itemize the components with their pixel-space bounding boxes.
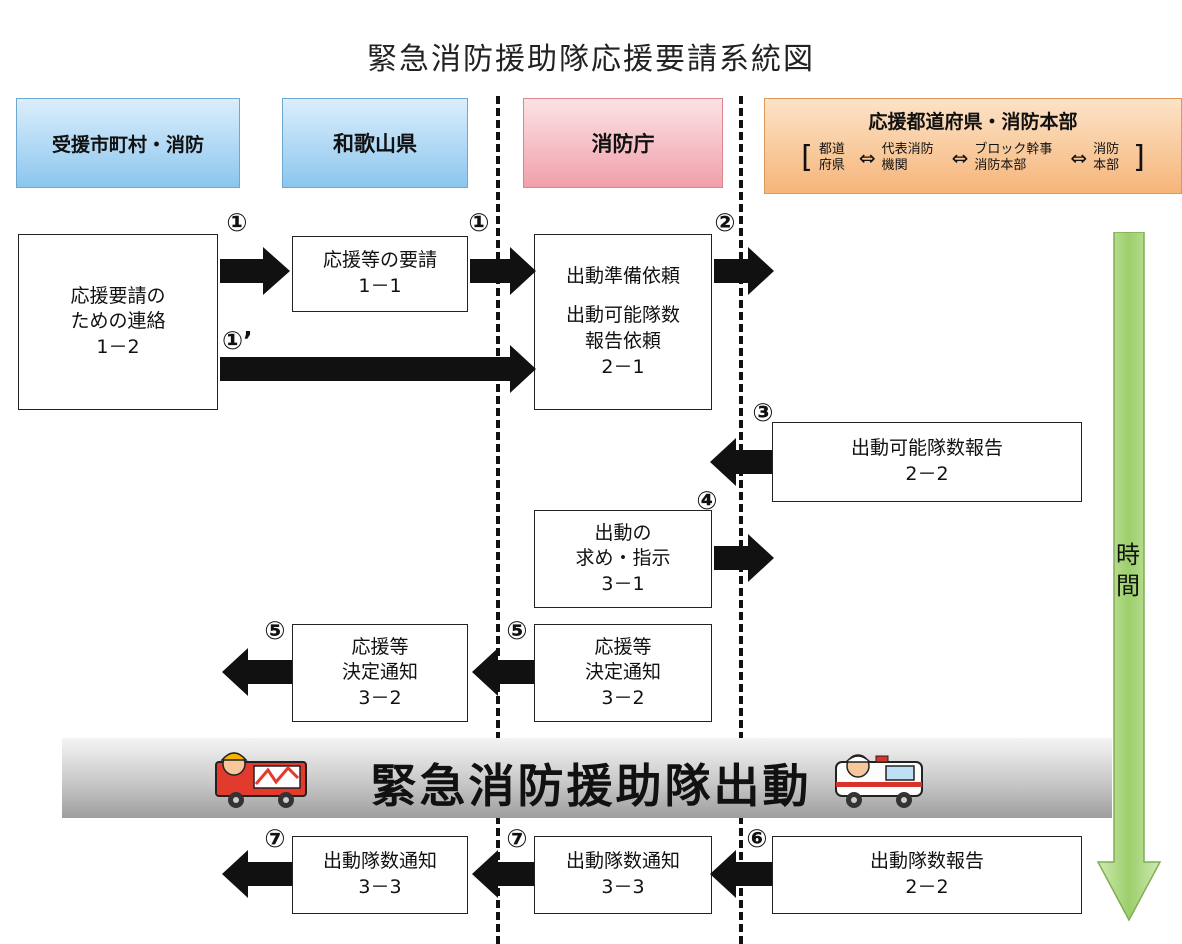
- step-number: ①: [468, 208, 490, 237]
- box-code: 3－1: [601, 572, 645, 595]
- header-receiver: 受援市町村・消防: [16, 98, 240, 188]
- box-code: 1－2: [96, 335, 140, 358]
- diagram-title: 緊急消防援助隊応援要請系統図: [367, 42, 815, 77]
- bracket-right-icon: ]: [1133, 140, 1145, 175]
- box-dispatch-report: 出動隊数報告 2－2: [772, 836, 1082, 914]
- header-support: 応援都道府県・消防本部 [ 都道府県 ⇔ 代表消防機関 ⇔ ブロック幹事消防本部…: [764, 98, 1182, 194]
- step-number: ⑤: [506, 616, 528, 645]
- arrow-left-icon: [472, 850, 534, 898]
- chain-item: 代表消防機関: [881, 141, 934, 173]
- fire-truck-icon: [215, 752, 307, 808]
- box-code: 3－2: [358, 686, 402, 709]
- step-number: ①: [226, 208, 248, 237]
- box-text: 出動隊数報告: [869, 850, 984, 873]
- header-support-title: 応援都道府県・消防本部: [868, 111, 1078, 133]
- arrow-right-icon: [714, 534, 774, 582]
- step-number: ②: [714, 208, 736, 237]
- dispatch-banner-text: 緊急消防援助隊出動: [370, 759, 812, 813]
- box-decision-fdma: 応援等 決定通知 3－2: [534, 624, 712, 722]
- box-decision-pref: 応援等 決定通知 3－2: [292, 624, 468, 722]
- box-text: 出動隊数通知: [322, 850, 437, 873]
- ambulance-icon: [835, 754, 923, 808]
- box-request-contact: 応援要請の ための連絡 1－2: [18, 234, 218, 410]
- step-number: ④: [696, 486, 718, 515]
- box-code: 2－2: [905, 876, 949, 898]
- chain-item: 都道府県: [818, 141, 845, 173]
- double-arrow-icon: ⇔: [1070, 145, 1088, 170]
- step-number: ⑥: [746, 824, 768, 853]
- box-text: 出動の: [594, 521, 652, 544]
- box-code: 3－2: [601, 686, 645, 709]
- box-text: 求め・指示: [575, 547, 671, 570]
- step-number: ⑦: [506, 824, 528, 853]
- box-dispatch-notice-pref: 出動隊数通知 3－3: [292, 836, 468, 914]
- arrow-right-icon: [714, 247, 774, 295]
- box-prep-request: 出動準備依頼 出動可能隊数 報告依頼 2－1: [534, 234, 712, 410]
- box-dispatch-order: 出動の 求め・指示 3－1: [534, 510, 712, 608]
- box-support-request: 応援等の要請 1－1: [292, 236, 468, 312]
- separator-line: [496, 96, 500, 944]
- box-dispatch-notice-fdma: 出動隊数通知 3－3: [534, 836, 712, 914]
- header-fdma: 消防庁: [523, 98, 723, 188]
- separator-line: [739, 96, 743, 944]
- arrow-left-icon: [710, 438, 772, 486]
- box-text: 応援要請の: [70, 284, 166, 307]
- chain-item: 消防本部: [1093, 141, 1120, 173]
- arrow-left-icon: [222, 648, 292, 696]
- arrow-right-icon: [470, 247, 536, 295]
- step-number: ⑦: [264, 824, 286, 853]
- box-code: 2－1: [601, 355, 645, 378]
- arrow-left-icon: [222, 850, 292, 898]
- box-available-report: 出動可能隊数報告 2－2: [772, 422, 1082, 502]
- step-number: ①’: [222, 326, 253, 355]
- box-text: 応援等: [351, 635, 409, 658]
- box-text: 報告依頼: [584, 330, 661, 352]
- chain-item: ブロック幹事消防本部: [974, 141, 1053, 173]
- box-text: ための連絡: [70, 310, 166, 333]
- timeline-arrow-icon: [1096, 232, 1162, 922]
- box-code: 3－3: [358, 876, 402, 898]
- step-number: ③: [752, 398, 774, 427]
- arrow-right-icon: [220, 247, 290, 295]
- arrow-left-icon: [472, 648, 534, 696]
- box-text: 応援等の要請: [322, 249, 437, 272]
- arrow-left-icon: [710, 850, 772, 898]
- arrow-right-icon: [220, 345, 536, 393]
- bracket-left-icon: [: [801, 140, 813, 175]
- header-support-chain: [ 都道府県 ⇔ 代表消防機関 ⇔ ブロック幹事消防本部 ⇔ 消防本部 ]: [801, 140, 1145, 175]
- box-text: 決定通知: [341, 661, 418, 684]
- box-text: 出動隊数通知: [565, 850, 680, 873]
- box-text: 決定通知: [584, 661, 661, 684]
- timeline-label: 時 間: [1116, 541, 1140, 601]
- double-arrow-icon: ⇔: [858, 145, 876, 170]
- box-text: 出動準備依頼: [565, 264, 680, 287]
- header-prefecture: 和歌山県: [282, 98, 468, 188]
- double-arrow-icon: ⇔: [951, 145, 969, 170]
- box-text: 応援等: [594, 635, 652, 658]
- box-code: 1－1: [358, 275, 402, 297]
- box-text: 出動可能隊数報告: [850, 437, 1003, 460]
- step-number: ⑤: [264, 616, 286, 645]
- box-code: 3－3: [601, 876, 645, 898]
- box-code: 2－2: [905, 463, 949, 485]
- box-text: 出動可能隊数: [565, 304, 680, 327]
